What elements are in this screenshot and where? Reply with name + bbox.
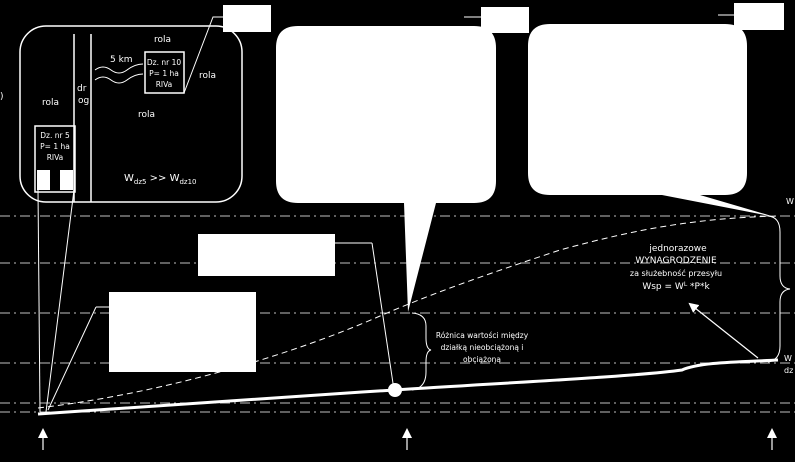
- plot-5-building-right: [60, 170, 73, 190]
- left-edge-paren: ): [0, 92, 4, 102]
- right-edge-label-top: W: [786, 197, 794, 206]
- compensation-line-3: za służebność przesyłu: [630, 268, 722, 278]
- plot-5-number: Dz. nr 5: [40, 131, 70, 140]
- road: [73, 34, 92, 202]
- value-curve-encumbered: [37, 358, 779, 416]
- label-box-top: [223, 5, 271, 32]
- compensation-formula: Wsp = WL *P*k: [642, 281, 710, 292]
- field-label-rola-top: rola: [154, 35, 171, 45]
- placeholder-box-left: [109, 292, 256, 372]
- road-label-2: og: [78, 96, 89, 106]
- value-curve-unencumbered: [37, 215, 779, 409]
- callout-bubble-center: [276, 26, 496, 312]
- placeholder-box-middle-connector: [371, 242, 395, 391]
- label-box-callout-1: [481, 7, 529, 33]
- compensation-line-2: WYNAGRODZENIE: [635, 256, 717, 266]
- right-edge-label-mid-2: dz: [784, 366, 793, 375]
- right-edge-label-mid-1: W: [784, 354, 792, 363]
- plot-5-building-left: [37, 170, 50, 190]
- map-to-curve-connector-1: [37, 189, 41, 413]
- bottom-arrows: [38, 428, 777, 450]
- curve-marker-point: [388, 383, 402, 397]
- difference-label-line-2: działką nieobciążoną i: [441, 343, 524, 352]
- placeholder-box-middle: [198, 234, 335, 276]
- plot-10-area: P= 1 ha: [149, 69, 179, 78]
- plot-5-area: P= 1 ha: [40, 142, 70, 151]
- plot-10-box: [144, 51, 185, 94]
- distance-label: 5 km: [110, 55, 133, 65]
- plot-5-box: [34, 125, 76, 193]
- difference-bracket: [411, 312, 432, 391]
- road-label-1: dr: [77, 84, 87, 94]
- difference-label-line-1: Różnica wartości między: [436, 331, 529, 340]
- distance-squiggle-bottom: [94, 73, 144, 84]
- plot-10-number: Dz. nr 10: [147, 58, 181, 67]
- distance-squiggle-top: [94, 63, 144, 74]
- label-box-callout-2: [734, 3, 784, 30]
- placeholder-box-left-connector: [47, 306, 97, 411]
- value-comparison-formula: Wdz5 >> Wdz10: [124, 173, 197, 186]
- map-to-curve-connector-2: [45, 189, 75, 413]
- compensation-bracket: [767, 215, 791, 363]
- connector-map-to-label: [183, 16, 223, 94]
- compensation-line-1: jednorazowe: [648, 244, 707, 254]
- field-label-rola-bottom: rola: [138, 110, 155, 120]
- difference-label-line-3: obciążoną: [463, 355, 501, 364]
- compensation-arrow: [688, 302, 759, 359]
- plot-10-class: RIVa: [156, 80, 173, 89]
- callout-bubble-right: [528, 24, 775, 217]
- guide-lines: [0, 215, 795, 413]
- field-label-rola-right: rola: [199, 71, 216, 81]
- plot-5-class: RIVa: [47, 153, 64, 162]
- field-label-rola-left: rola: [42, 98, 59, 108]
